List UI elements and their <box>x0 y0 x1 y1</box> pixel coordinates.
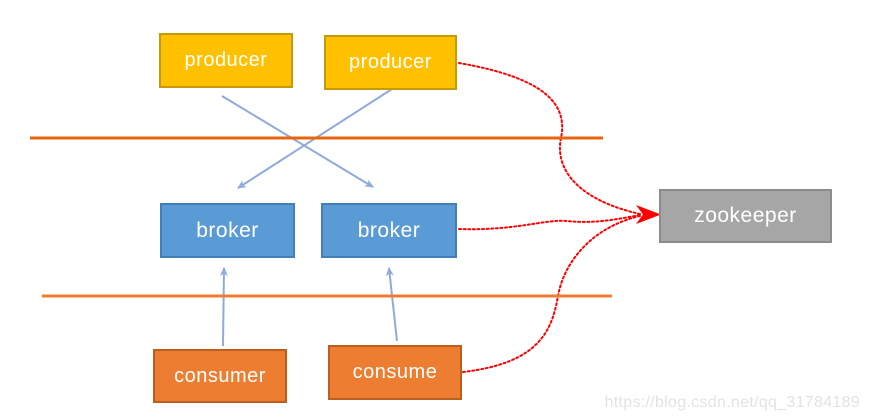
node-label: producer <box>184 49 268 71</box>
red-arrowhead <box>636 205 661 224</box>
node-label: producer <box>349 51 432 73</box>
edge-producer1-broker2 <box>221 95 374 188</box>
edge-consumer2-zookeeper <box>462 215 641 373</box>
node-label: consume <box>352 361 438 383</box>
node-consumer-1: consumer <box>153 349 287 403</box>
node-broker-2: broker <box>321 203 457 258</box>
edge-broker2-zookeeper <box>458 214 641 231</box>
watermark: https://blog.csdn.net/qq_31784189 <box>604 394 860 411</box>
node-label: zookeeper <box>694 204 797 227</box>
node-producer-2: producer <box>324 35 457 90</box>
node-zookeeper: zookeeper <box>659 189 832 243</box>
node-label: consumer <box>174 364 266 387</box>
edge-consumer2-broker2 <box>385 267 398 342</box>
node-consumer-2: consume <box>328 345 462 400</box>
node-label: broker <box>196 218 259 242</box>
node-producer-1: producer <box>159 33 293 88</box>
edge-consumer1-broker1 <box>219 267 228 347</box>
node-broker-1: broker <box>160 203 295 258</box>
node-label: broker <box>357 218 421 242</box>
